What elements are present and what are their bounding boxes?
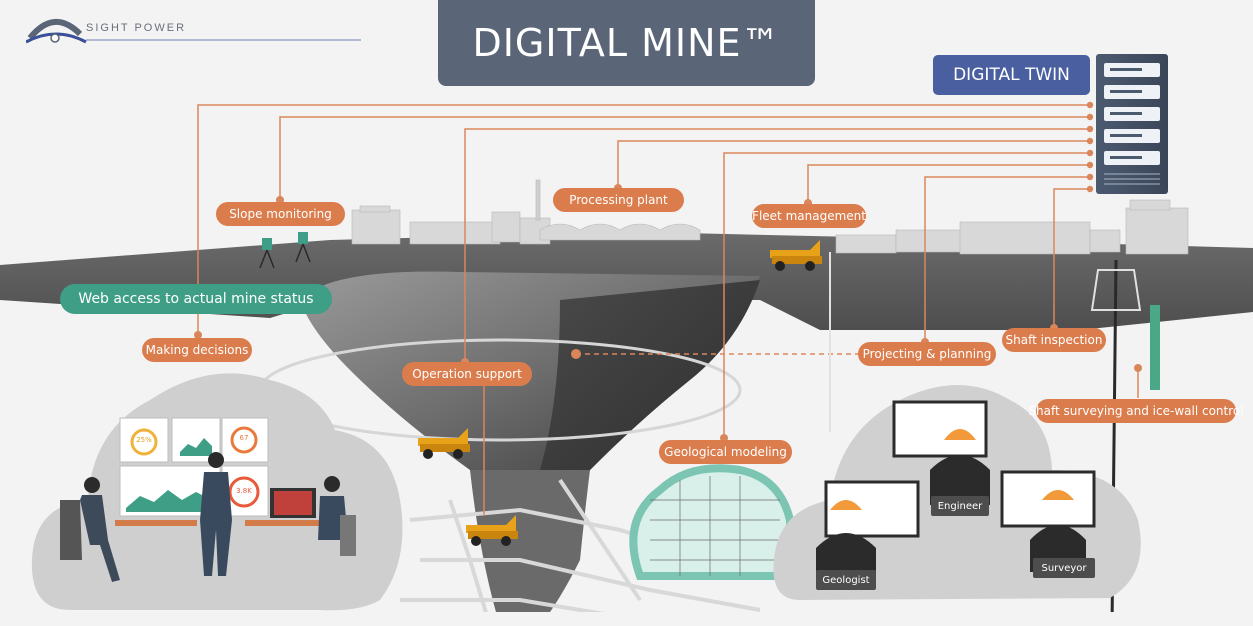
label-projecting-planning: Projecting & planning (858, 342, 996, 366)
survey-stations (259, 232, 311, 269)
haul-truck (770, 240, 822, 271)
label-processing-plant: Processing plant (553, 188, 684, 212)
haul-truck (466, 515, 518, 546)
web-access-button[interactable]: Web access to actual mine status (60, 284, 332, 314)
role-tag-engineer: Engineer (931, 496, 989, 516)
gauge-readout: 25% (136, 436, 152, 444)
engineering-cloud (773, 385, 1141, 600)
industrial-buildings (351, 179, 1189, 255)
brand-name: SIGHT POWER (86, 22, 187, 34)
label-shaft-surveying: Shaft surveying and ice-wall control (1028, 399, 1244, 423)
bottom-margin (0, 612, 1253, 626)
gauge-readout: 67 (239, 434, 249, 442)
label-shaft-inspection: Shaft inspection (1002, 328, 1106, 352)
gauge-readout: 3.8K (236, 487, 252, 495)
haul-truck (418, 428, 470, 459)
sight-power-logo (26, 18, 361, 44)
role-tag-geologist: Geologist (816, 570, 876, 590)
geological-model-bubble (629, 464, 794, 580)
page-title: DIGITAL MINE™ (438, 0, 815, 86)
label-operation-support: Operation support (402, 362, 532, 386)
digital-twin-label: DIGITAL TWIN (933, 55, 1090, 95)
connector-lines (197, 104, 1139, 516)
office-cloud (31, 373, 403, 611)
label-making-decisions: Making decisions (142, 338, 252, 362)
role-tag-surveyor: Surveyor (1033, 558, 1095, 578)
label-slope-monitoring: Slope monitoring (216, 202, 345, 226)
label-geological-modeling: Geological modeling (659, 440, 792, 464)
label-fleet-management: Fleet management (752, 204, 866, 228)
server-rack-icon (1096, 54, 1168, 194)
